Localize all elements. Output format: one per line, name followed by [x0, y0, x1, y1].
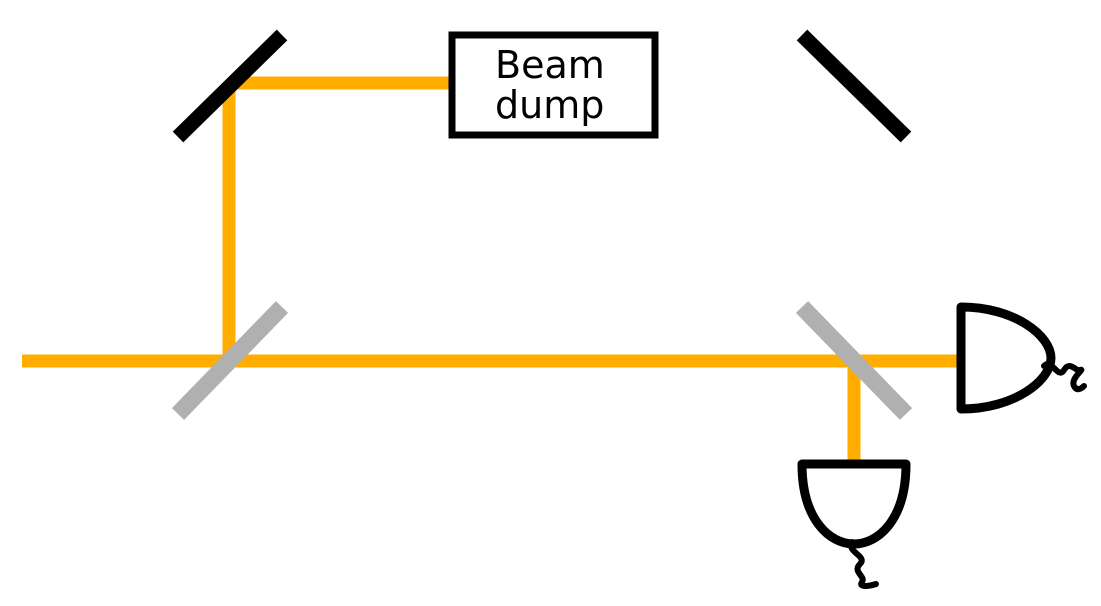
mirror-top-right [796, 29, 912, 143]
photodetector-right-cable [1041, 361, 1087, 393]
beam-dump: Beam dump [448, 31, 659, 139]
photodetector-right [956, 302, 1087, 414]
photodetector-right-body [956, 302, 1056, 414]
mirror-top-left [172, 29, 288, 143]
beam-dump-label-line1: Beam [495, 43, 605, 87]
beam-paths [22, 76, 957, 464]
beam-dump-box [448, 31, 659, 139]
beam-splitter-right [795, 301, 913, 420]
photodetector-bottom [797, 459, 911, 589]
beam-dump-label-line2: dump [495, 83, 604, 127]
photodetector-bottom-body [797, 459, 911, 549]
photodetector-bottom-cable [848, 539, 879, 589]
beam-splitter-left [171, 301, 289, 420]
